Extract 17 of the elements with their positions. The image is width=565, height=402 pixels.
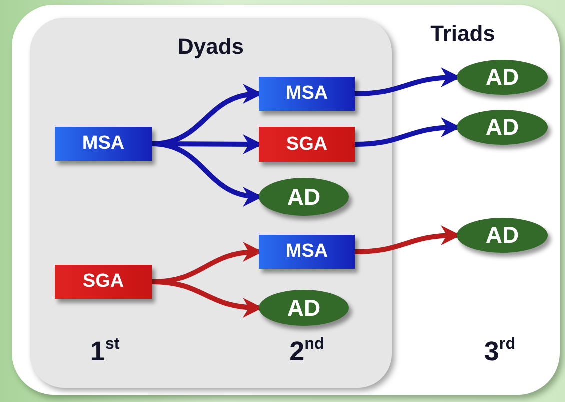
process-box: SGA (259, 127, 355, 162)
stage-label: 3$^{rd}$ (483, 335, 517, 368)
group-panel (30, 18, 392, 388)
stage-label: 2$^{nd}$ (288, 335, 326, 368)
outcome-oval: AD (259, 290, 349, 326)
process-box: MSA (55, 127, 152, 161)
process-box: MSA (259, 77, 355, 111)
outcome-oval: AD (457, 218, 548, 253)
process-box: SGA (55, 265, 152, 299)
stage-label: 1$^{st}$ (89, 335, 121, 368)
outcome-oval: AD (457, 110, 548, 145)
panel-heading: Triads (430, 21, 496, 47)
process-box: MSA (259, 235, 355, 269)
outcome-oval: AD (457, 60, 548, 95)
outer-panel (12, 5, 560, 395)
outcome-oval: AD (259, 178, 349, 216)
panel-heading: Dyads (176, 34, 246, 60)
